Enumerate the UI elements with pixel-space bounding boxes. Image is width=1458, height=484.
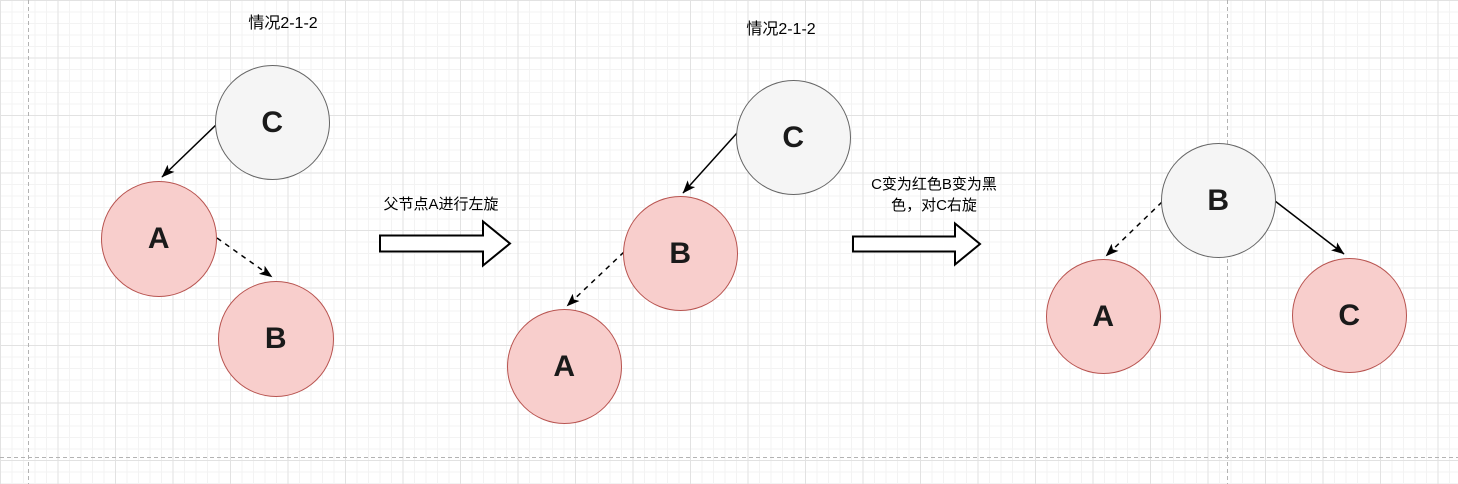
tree1-node-b[interactable]: B (218, 281, 334, 397)
tree2-title[interactable]: 情况2-1-2 (746, 21, 816, 38)
tree1-edge-A-B[interactable] (216, 237, 273, 278)
tree3-node-c[interactable]: C (1292, 258, 1407, 373)
tree1-node-a[interactable]: A (101, 181, 217, 297)
tree1-title[interactable]: 情况2-1-2 (248, 15, 318, 32)
tree2-node-a[interactable]: A (507, 309, 622, 424)
tree2-node-b[interactable]: B (623, 196, 738, 311)
tree3-node-c-label: C (1338, 298, 1361, 332)
transition-caption-2[interactable]: C变为红色B变为黑 色，对C右旋 (841, 174, 1027, 216)
tree3-node-a[interactable]: A (1046, 259, 1161, 374)
tree2-node-b-label: B (669, 236, 692, 270)
tree3-edge-B-A[interactable] (1105, 201, 1163, 257)
tree1-node-a-label: A (147, 222, 171, 255)
transition-caption-2-line-2: 色，对C右旋 (891, 197, 977, 214)
tree1-edge-C-A[interactable] (161, 122, 219, 178)
transition-block-arrow-1[interactable] (379, 219, 512, 268)
transition-caption-1-line-1: 父节点A进行左旋 (383, 196, 499, 213)
tree1-node-b-label: B (264, 322, 288, 355)
tree3-node-a-label: A (1092, 299, 1115, 333)
tree1-node-c[interactable]: C (215, 65, 330, 180)
transition-caption-2-line-1: C变为红色B变为黑 (871, 176, 997, 193)
tree3-edge-B-C[interactable] (1274, 200, 1345, 255)
tree2-edge-B-A[interactable] (566, 251, 625, 307)
tree2-node-a-label: A (553, 349, 576, 383)
tree1-node-c-label: C (261, 105, 284, 139)
tree2-edge-C-B[interactable] (682, 132, 738, 194)
tree3-node-b-label: B (1207, 183, 1230, 217)
tree3-node-b[interactable]: B (1161, 143, 1276, 258)
transition-block-arrow-2[interactable] (852, 221, 982, 267)
tree2-node-c[interactable]: C (736, 80, 851, 195)
tree2-node-c-label: C (782, 120, 805, 154)
transition-caption-1[interactable]: 父节点A进行左旋 (346, 194, 536, 215)
